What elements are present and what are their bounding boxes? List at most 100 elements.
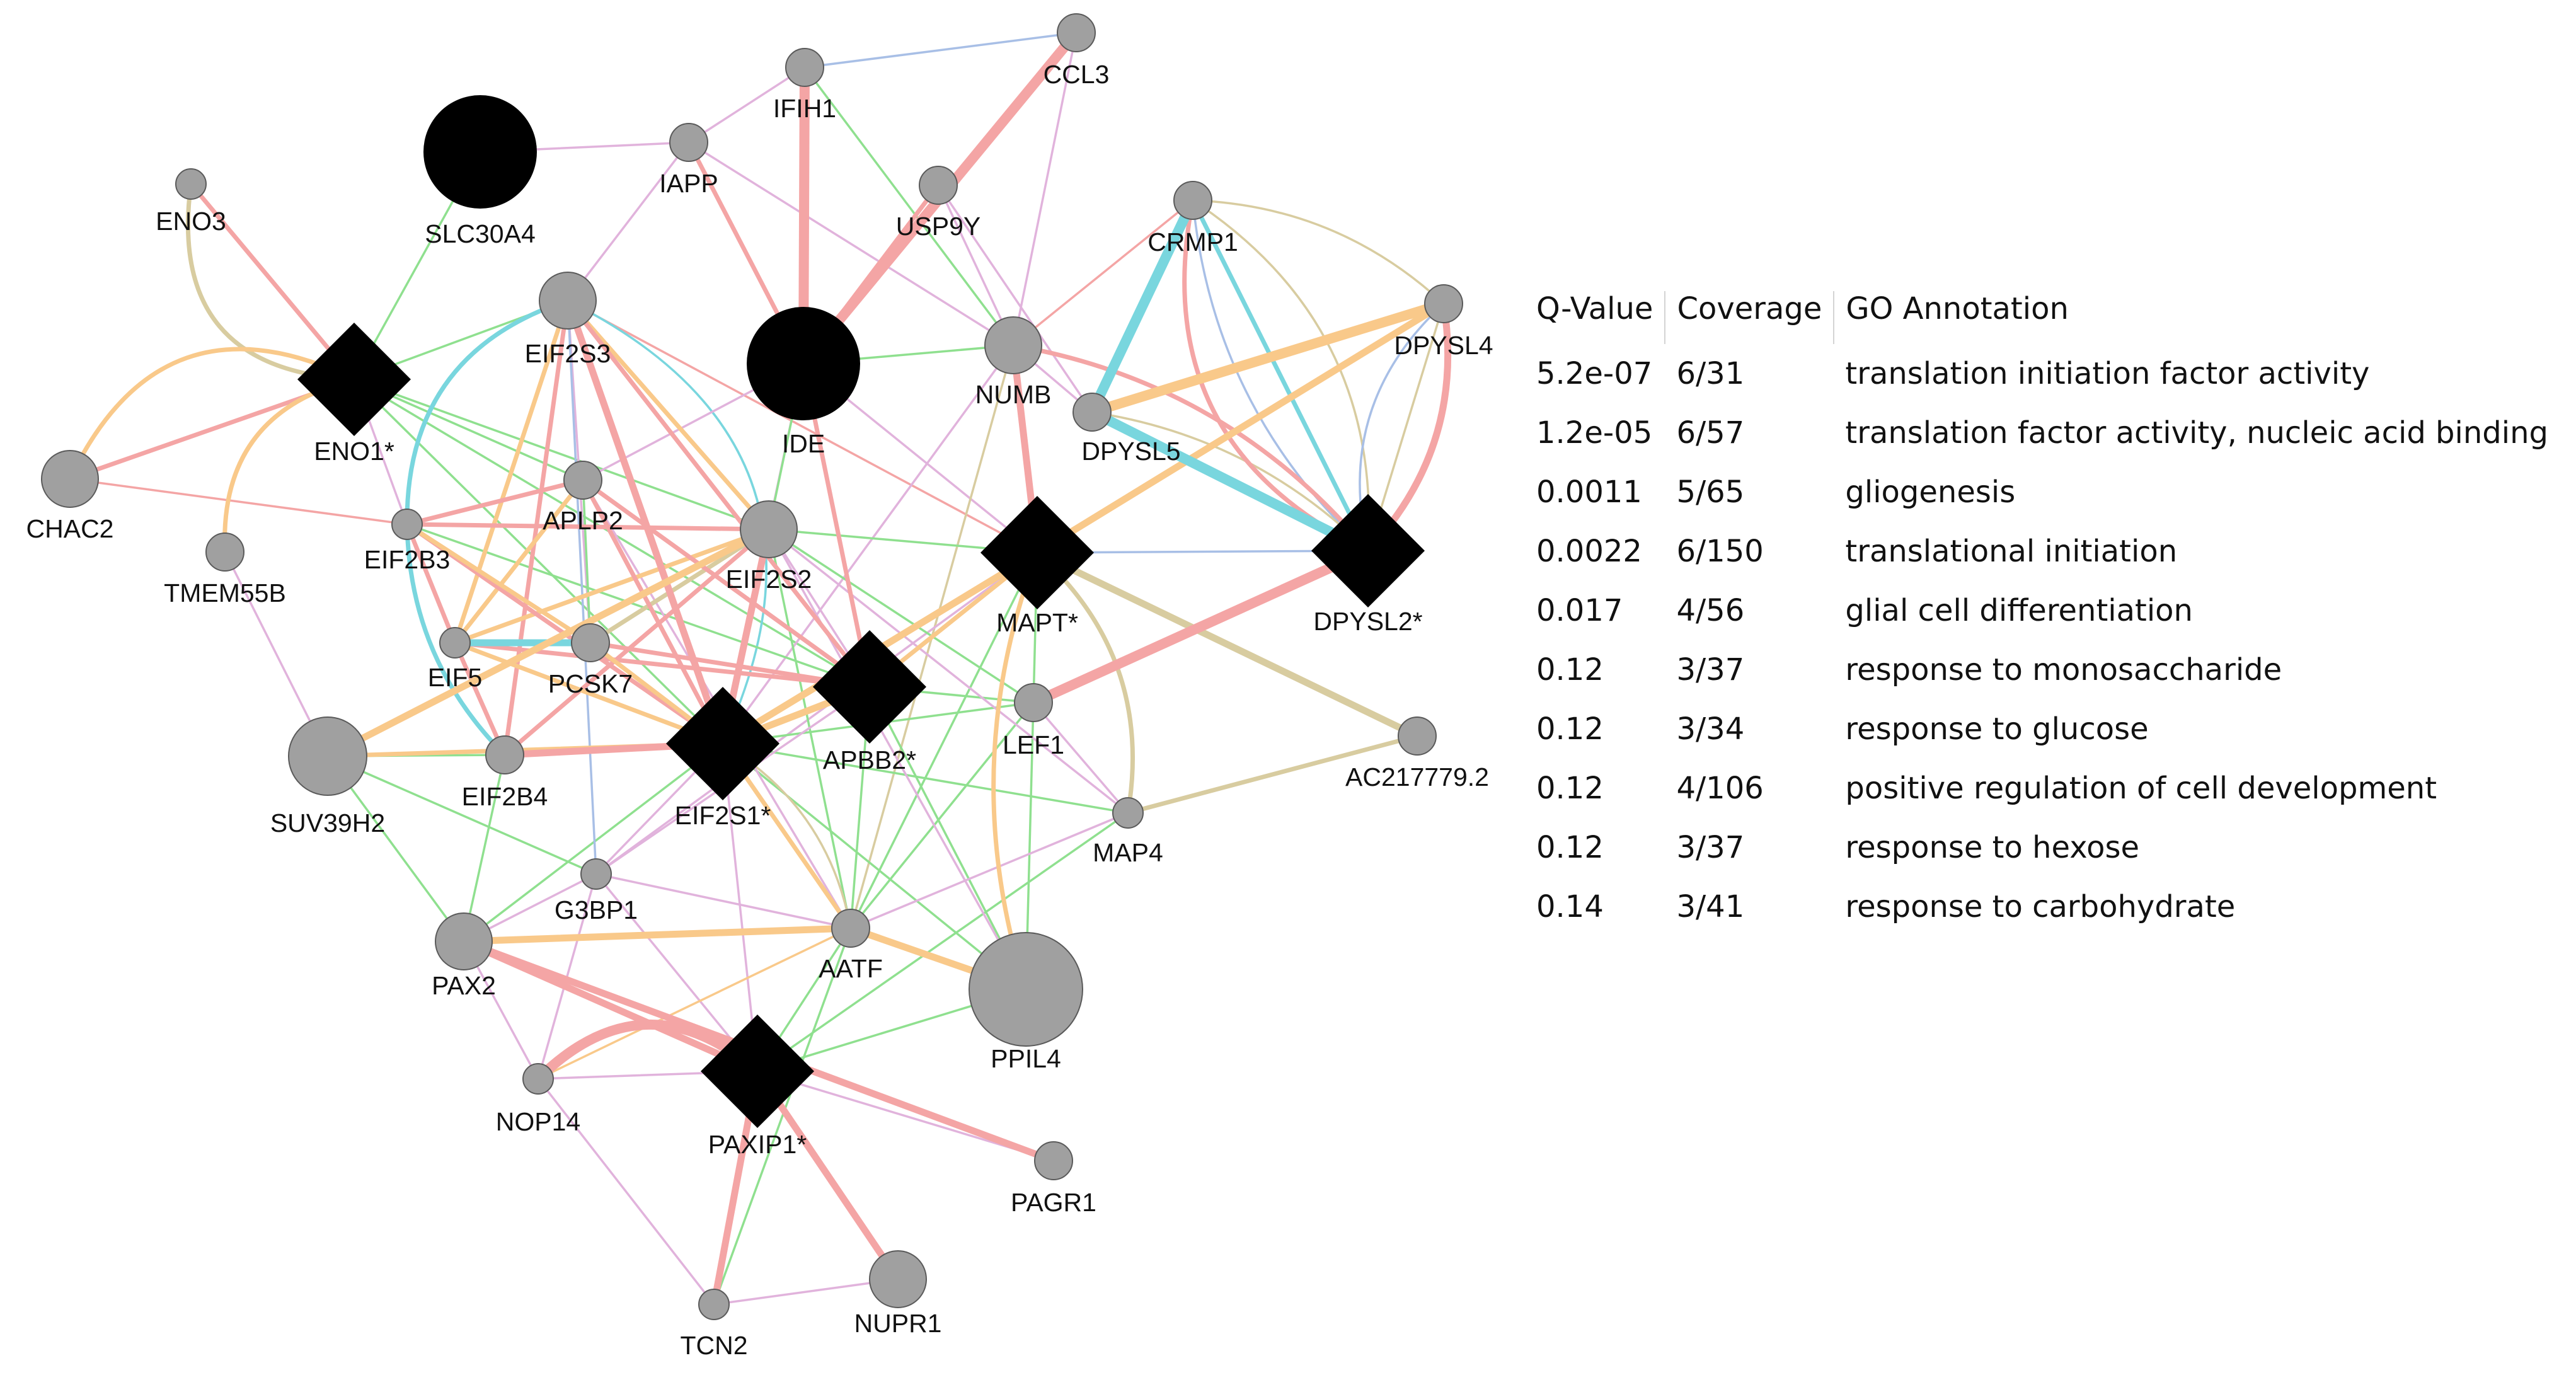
edge-map4-aatf xyxy=(849,812,1129,929)
edge-map4-paxip1 xyxy=(756,812,1129,1073)
node-aatf xyxy=(831,909,870,948)
edge-map4-ac217779-2 xyxy=(1125,734,1420,815)
q-value-cell: 0.14 xyxy=(1536,889,1604,924)
node-label-slc30a4: SLC30A4 xyxy=(425,219,536,248)
node-dpysl5 xyxy=(1072,393,1112,432)
node-ide xyxy=(747,307,860,420)
coverage-cell: 6/57 xyxy=(1676,415,1745,451)
edge-ifih1-ccl3 xyxy=(803,32,1078,69)
edge-eno1-eif2s1 xyxy=(353,378,724,745)
go-table-row: 0.017 4/56 glial cell differentiation xyxy=(1525,581,2560,640)
edge-eif2s2-ppil4 xyxy=(768,528,1027,991)
go-annotation-table: Q-Value Coverage GO Annotation 5.2e-07 6… xyxy=(1525,291,2560,936)
edge-mapt-ac217779-2 xyxy=(1033,549,1421,740)
edge-eif2s2-map4 xyxy=(768,528,1129,814)
node-label-eno1: ENO1* xyxy=(314,437,394,466)
edge-eif5-eif2b4 xyxy=(452,640,507,757)
node-label-eif2b3: EIF2B3 xyxy=(364,545,451,574)
node-label-ifih1: IFIH1 xyxy=(773,94,836,123)
node-label-numb: NUMB xyxy=(975,380,1052,409)
edge-mapt-g3bp1 xyxy=(595,551,1038,875)
node-label-aplp2: APLP2 xyxy=(543,506,623,535)
coverage-cell: 3/37 xyxy=(1676,652,1745,688)
node-tmem55b xyxy=(205,532,244,572)
node-label-crmp1: CRMP1 xyxy=(1147,227,1238,256)
node-label-eif2s3: EIF2S3 xyxy=(525,339,611,368)
node-aplp2 xyxy=(563,461,602,500)
node-suv39h2 xyxy=(288,716,367,796)
edge-crmp1-dpysl4 xyxy=(1192,199,1445,305)
q-value-cell: 0.12 xyxy=(1536,830,1604,865)
node-label-eif2b4: EIF2B4 xyxy=(462,782,548,811)
node-pax2 xyxy=(435,912,493,970)
node-label-g3bp1: G3BP1 xyxy=(555,895,638,924)
coverage-cell: 3/37 xyxy=(1676,830,1745,865)
q-value-cell: 1.2e-05 xyxy=(1536,415,1653,451)
node-pagr1 xyxy=(1034,1141,1073,1180)
node-numb xyxy=(984,316,1042,374)
edge-eif5-apbb2 xyxy=(452,640,872,689)
edge-eif2s3-eif2b3 xyxy=(405,298,570,527)
edge-dpysl4-mapt xyxy=(1033,300,1447,556)
edge-aplp2-eif2b3 xyxy=(405,478,585,527)
node-label-ac217779-2: AC217779.2 xyxy=(1345,762,1489,791)
node-label-eif5: EIF5 xyxy=(428,663,483,692)
edge-suv39h2-eif2s2 xyxy=(324,526,773,760)
coverage-cell: 4/56 xyxy=(1676,593,1745,628)
edge-ifih1-numb xyxy=(803,66,1015,347)
node-lef1 xyxy=(1014,683,1053,722)
edge-mapt-ppil4 xyxy=(991,550,1040,992)
edge-crmp1-dpysl5 xyxy=(1087,195,1198,417)
edge-mapt-map4 xyxy=(1035,550,1136,815)
edge-eif2s1-map4 xyxy=(722,742,1129,814)
edge-eno3-eno1 xyxy=(188,181,357,382)
annotation-cell: translation factor activity, nucleic aci… xyxy=(1845,415,2548,451)
edge-aplp2-pcsk7 xyxy=(582,479,592,644)
node-label-nop14: NOP14 xyxy=(496,1107,580,1136)
node-eif2b3 xyxy=(391,509,423,540)
node-label-ppil4: PPIL4 xyxy=(991,1044,1061,1073)
edge-eif2s3-eif2s1 xyxy=(564,297,727,747)
edge-nop14-tcn2 xyxy=(537,1078,715,1306)
edge-iapp-eif2s3 xyxy=(566,141,690,302)
node-dpysl4 xyxy=(1424,284,1463,323)
q-value-cell: 0.0011 xyxy=(1536,475,1642,510)
node-ifih1 xyxy=(785,48,824,87)
annotation-cell: gliogenesis xyxy=(1845,475,2016,510)
go-table-row: 5.2e-07 6/31 translation initiation fact… xyxy=(1525,344,2560,403)
node-tcn2 xyxy=(698,1289,730,1320)
edge-chac2-eif2b3 xyxy=(69,478,408,526)
node-label-dpysl5: DPYSL5 xyxy=(1081,437,1180,466)
edge-eif2s2-eif2b3 xyxy=(405,522,771,532)
edge-eif2s3-apbb2 xyxy=(565,298,872,689)
edge-crmp1-dpysl2 xyxy=(1192,199,1371,552)
node-dpysl2 xyxy=(1311,494,1425,607)
q-value-cell: 5.2e-07 xyxy=(1536,356,1653,391)
go-table-row: 0.14 3/41 response to carbohydrate xyxy=(1525,877,2560,936)
coverage-cell: 4/106 xyxy=(1676,771,1764,806)
go-table-row: 1.2e-05 6/57 translation factor activity… xyxy=(1525,403,2560,463)
q-value-cell: 0.017 xyxy=(1536,593,1623,628)
edge-usp9y-dpysl5 xyxy=(937,184,1093,413)
edge-eif2b3-eif2b4 xyxy=(405,522,507,757)
coverage-cell: 5/65 xyxy=(1676,475,1745,510)
node-label-suv39h2: SUV39H2 xyxy=(270,808,385,837)
annotation-cell: response to carbohydrate xyxy=(1845,889,2236,924)
edge-eif2s2-lef1 xyxy=(768,528,1035,704)
edge-usp9y-numb xyxy=(937,184,1015,347)
node-g3bp1 xyxy=(580,858,612,890)
coverage-cell: 6/150 xyxy=(1676,534,1764,569)
node-label-map4: MAP4 xyxy=(1093,838,1163,867)
node-label-pcsk7: PCSK7 xyxy=(548,669,633,698)
edge-eif2s3-mapt xyxy=(566,299,1038,554)
node-label-usp9y: USP9Y xyxy=(896,212,980,241)
annotation-cell: response to hexose xyxy=(1845,830,2140,865)
node-label-dpysl2: DPYSL2* xyxy=(1313,607,1422,636)
node-ac217779-2 xyxy=(1398,716,1437,756)
edge-tcn2-nupr1 xyxy=(713,1278,899,1306)
go-table-row: 0.12 4/106 positive regulation of cell d… xyxy=(1525,759,2560,818)
edge-crmp1-dpysl2 xyxy=(1190,198,1371,553)
edge-aplp2-eif2s1 xyxy=(580,478,725,746)
edge-aatf-nop14 xyxy=(537,927,852,1080)
edge-eif2s1-pax2 xyxy=(463,742,724,943)
